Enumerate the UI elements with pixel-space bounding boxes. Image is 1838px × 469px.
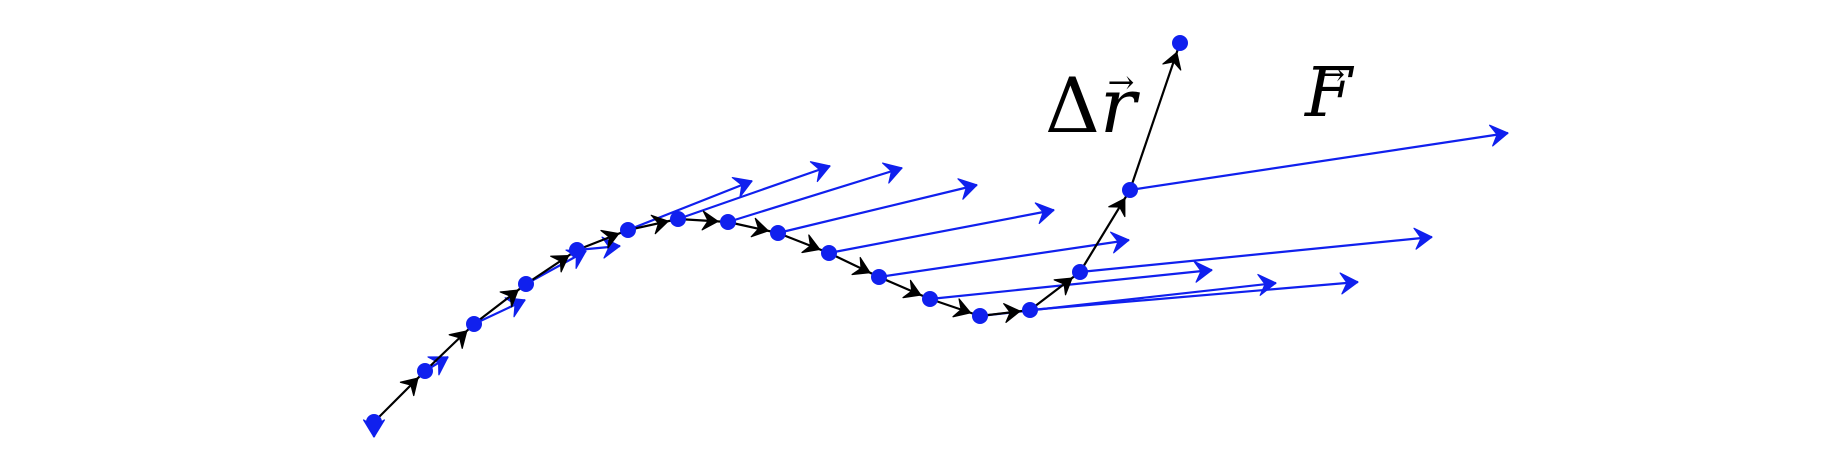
path-point-11 [871, 269, 887, 285]
force-vector-7 [677, 164, 831, 221]
force-arrowhead-5 [601, 236, 621, 259]
displacement-arrowhead-1 [399, 377, 419, 397]
f-vector-arrow-icon: → [1318, 55, 1345, 93]
path-point-17 [1172, 35, 1188, 51]
path-point-12 [922, 291, 938, 307]
force-arrowhead-14 [1339, 272, 1359, 295]
force-arrowhead-15 [1413, 227, 1433, 250]
displacement-arrowhead-13 [1003, 303, 1021, 323]
path-point-1 [366, 414, 382, 430]
path-point-15 [1072, 264, 1088, 280]
displacement-segment-12 [929, 297, 981, 318]
displacement-arrowhead-4 [550, 254, 570, 273]
force-arrowhead-3 [504, 297, 526, 318]
displacement-arrowhead-12 [952, 298, 972, 318]
displacement-arrowhead-6 [650, 214, 669, 235]
force-vector-15 [1079, 235, 1433, 274]
displacement-segment-7 [677, 217, 729, 224]
force-arrowhead-16 [1488, 124, 1509, 147]
r-symbol: r [1099, 61, 1137, 150]
force-arrowhead-6 [731, 176, 753, 198]
r-vector-symbol: →r [1100, 66, 1136, 144]
force-vector-16 [1129, 131, 1509, 192]
displacement-arrowhead-3 [499, 289, 519, 308]
displacement-segment-4 [525, 249, 578, 285]
force-arrowhead-8 [882, 162, 903, 184]
delta-symbol: Δ [1045, 61, 1100, 150]
displacement-arrowhead-5 [600, 229, 620, 249]
displacement-arrowhead-16 [1162, 51, 1182, 71]
displacement-segment-11 [878, 275, 931, 301]
force-vector-9 [777, 183, 978, 235]
displacement-path [373, 42, 1182, 423]
displacement-arrowhead-10 [851, 256, 871, 276]
force-arrowhead-13 [1257, 273, 1277, 296]
displacement-arrowhead-15 [1108, 197, 1126, 218]
displacement-segment-6 [627, 217, 679, 232]
force-vector-14 [1029, 280, 1359, 312]
path-point-6 [620, 222, 636, 238]
displacement-arrowhead-8 [750, 217, 769, 238]
f-vector-symbol: →F [1305, 58, 1352, 128]
path-point-10 [821, 245, 837, 261]
force-arrowhead-7 [809, 161, 831, 183]
displacement-segment-9 [777, 231, 830, 255]
force-vector-6 [627, 179, 753, 232]
path-point-13 [972, 308, 988, 324]
displacement-segment-16 [1128, 42, 1182, 191]
path-point-9 [770, 225, 786, 241]
displacement-label: Δ→r [1045, 66, 1136, 144]
force-vector-12 [929, 268, 1213, 301]
force-label: →F [1305, 58, 1352, 128]
displacement-arrowhead-9 [801, 234, 821, 254]
force-arrowhead-2 [427, 356, 449, 376]
path-points [366, 35, 1188, 430]
displacement-arrowhead-11 [902, 279, 922, 299]
f-symbol: F [1305, 54, 1353, 133]
displacement-segment-8 [727, 220, 779, 235]
force-vector-8 [727, 166, 903, 224]
displacement-arrowhead-14 [1053, 277, 1073, 296]
path-point-7 [670, 211, 686, 227]
path-point-3 [466, 316, 482, 332]
path-point-5 [569, 242, 585, 258]
displacement-segment-10 [828, 252, 880, 278]
displacement-segment-13 [979, 308, 1031, 318]
path-point-8 [720, 214, 736, 230]
r-vector-arrow-icon: → [1107, 63, 1135, 101]
displacement-arrowhead-2 [448, 330, 468, 349]
path-point-2 [417, 363, 433, 379]
displacement-segment-5 [576, 228, 629, 252]
force-arrowhead-11 [1110, 231, 1130, 254]
force-arrowhead-10 [1034, 202, 1055, 225]
force-vector-10 [828, 208, 1055, 255]
force-arrowhead-9 [957, 178, 978, 200]
displacement-arrowhead-7 [701, 210, 719, 231]
force-vector-11 [878, 238, 1130, 279]
path-point-16 [1122, 182, 1138, 198]
path-point-14 [1022, 302, 1038, 318]
force-vectors [362, 124, 1509, 438]
path-point-4 [518, 276, 534, 292]
